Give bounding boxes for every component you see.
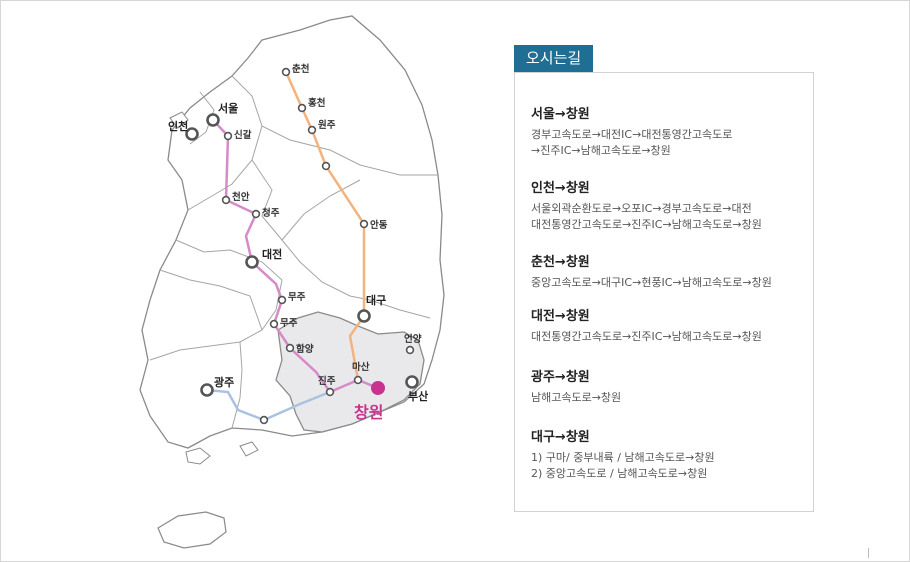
route-entry-chuncheon: 춘천→창원 중앙고속도로→대구IC→현풍IC→남해고속도로→창원 [531,255,772,291]
city-marker-wonju [307,125,317,135]
route-line: 서울외곽순환도로→오포IC→경부고속도로→대전 [531,202,752,215]
route-gwangju-changwon [206,388,331,422]
city-marker-gwangju [200,383,214,397]
highlight-region [275,311,425,433]
city-marker-cheongju [251,209,261,219]
label-jinju: 진주 [318,375,336,387]
route-line: 1) 구마/ 중부내륙 / 남해고속도로→창원 [531,451,715,464]
label-chuncheon: 춘천 [292,63,309,75]
city-marker-masan [353,375,363,385]
label-incheon: 인천 [168,119,188,133]
route-title: 광주→창원 [531,370,590,385]
province-borders [149,75,438,429]
label-muju2: 무주 [280,318,298,329]
city-marker-seoul [206,113,220,127]
label-seoul: 서울 [218,101,238,115]
city-marker-cheonan [221,195,231,205]
city-marker-daegu [357,309,371,323]
city-marker-andong [359,219,369,229]
label-cheonan: 천안 [232,191,250,203]
city-marker-eonyang [405,345,415,355]
destination-marker-changwon [371,381,385,395]
city-marker-daejeon [245,255,259,269]
jeju-island [157,511,227,549]
label-andong: 안동 [370,219,388,231]
route-line: 대전통영간고속도로→진주IC→남해고속도로→창원 [531,218,762,231]
city-marker-singal [223,131,233,141]
label-singal: 신갈 [234,129,252,141]
label-changwon: 창원 [354,403,383,422]
route-title: 서울→창원 [531,107,590,122]
directions-title-tab: 오시는길 [514,45,594,72]
city-marker-hongcheon [297,103,307,113]
korea-route-map: 춘천 홍천 원주 안동 대구 서울 인천 신갈 천안 청주 대전 무주 무주 함… [139,15,445,549]
label-busan: 부산 [408,389,428,403]
label-daejeon: 대전 [262,247,282,261]
city-marker-unnamed [321,161,331,171]
route-line: 대전통영간고속도로→진주IC→남해고속도로→창원 [531,330,762,343]
route-line: 남해고속도로→창원 [531,391,622,404]
southwest-island [185,447,211,465]
route-line: →진주IC→남해고속도로→창원 [531,144,671,157]
ganghwa-island [169,111,189,129]
route-line: 2) 중앙고속도로 / 남해고속도로→창원 [531,467,708,480]
directions-panel: 서울→창원 경부고속도로→대전IC→대전통영간고속도로 →진주IC→남해고속도로→… [514,72,814,512]
route-entry-daejeon: 대전→창원 대전통영간고속도로→진주IC→남해고속도로→창원 [531,309,762,345]
route-line: 경부고속도로→대전IC→대전통영간고속도로 [531,128,733,141]
city-marker-unnamed-south [259,415,269,425]
label-muju1: 무주 [288,292,306,303]
city-marker-hamyang [285,343,295,353]
route-entry-seoul: 서울→창원 경부고속도로→대전IC→대전통영간고속도로 →진주IC→남해고속도로→… [531,107,732,159]
route-title: 대구→창원 [531,430,590,445]
label-hamyang: 함양 [296,343,314,355]
city-marker-incheon [185,127,199,141]
south-island [239,441,259,457]
city-marker-jinju [325,387,335,397]
city-marker-muju2 [269,319,279,329]
city-marker-chuncheon [281,67,291,77]
label-masan: 마산 [352,361,370,373]
route-title: 인천→창원 [531,181,590,196]
label-wonju: 원주 [318,119,336,131]
city-marker-muju1 [277,295,287,305]
corner-divider [868,548,869,558]
label-eonyang: 언양 [404,333,422,345]
route-entry-daegu: 대구→창원 1) 구마/ 중부내륙 / 남해고속도로→창원 2) 중앙고속도로 /… [531,430,715,482]
label-gwangju: 광주 [214,376,234,389]
route-entry-gwangju: 광주→창원 남해고속도로→창원 [531,370,621,406]
label-cheongju: 청주 [262,207,280,219]
route-title: 대전→창원 [531,309,590,324]
label-hongcheon: 홍천 [308,97,325,109]
city-marker-busan [405,375,419,389]
route-line: 중앙고속도로→대구IC→현풍IC→남해고속도로→창원 [531,276,772,289]
route-title: 춘천→창원 [531,255,590,270]
label-daegu: 대구 [366,293,386,307]
